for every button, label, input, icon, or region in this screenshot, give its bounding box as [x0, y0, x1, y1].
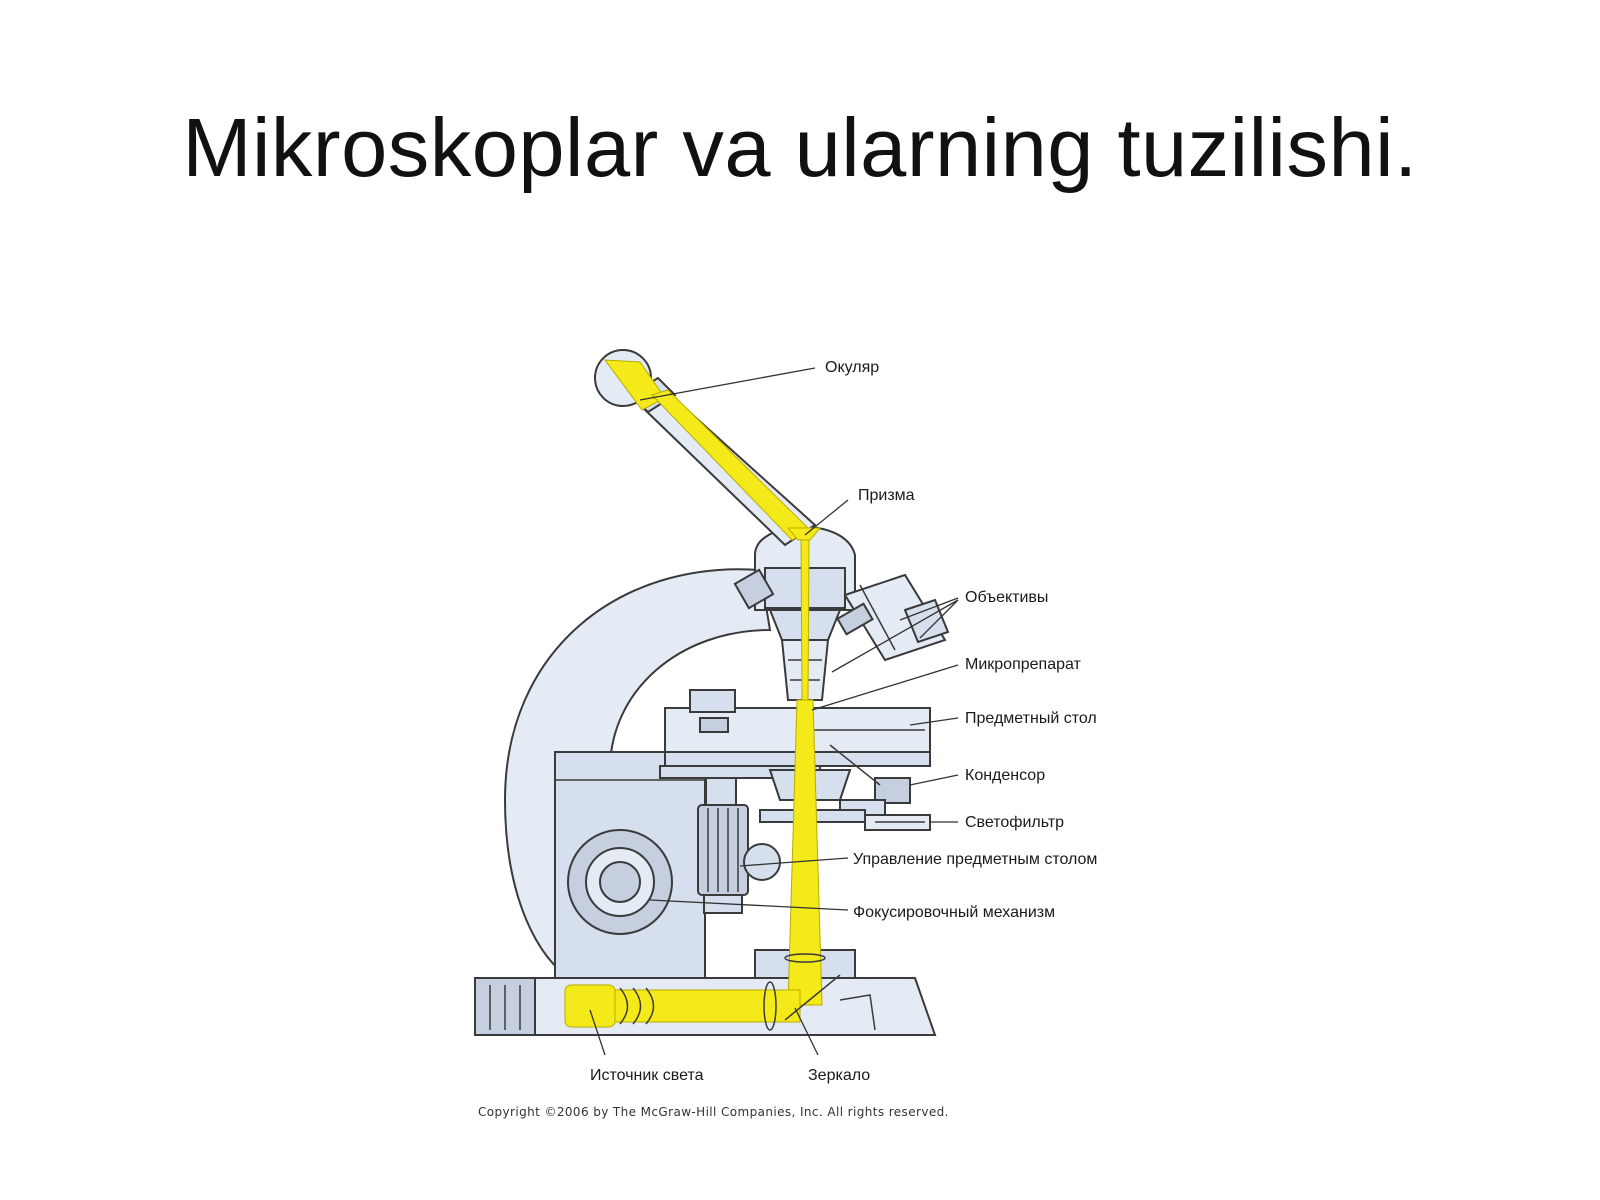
stage-control-knob [697, 764, 781, 914]
light-beam [564, 359, 823, 1028]
label-prism: Призма [858, 487, 915, 504]
label-mirror: Зеркало [808, 1067, 870, 1084]
label-filter: Светофильтр [965, 814, 1064, 831]
label-focus: Фокусировочный механизм [853, 904, 1055, 921]
slide-title: Mikroskoplar va ularning tuzilishi. [182, 101, 1418, 194]
label-stage-control: Управление предметным столом [853, 851, 1097, 868]
focusing-knob [567, 829, 673, 935]
lamp-lenses [619, 953, 841, 1031]
label-condenser: Конденсор [965, 767, 1045, 784]
light-filter [759, 809, 931, 831]
leader-lines [589, 367, 959, 1056]
label-objectives: Объективы [965, 589, 1048, 606]
label-eyepiece: Окуляр [825, 359, 879, 376]
label-stage: Предметный стол [965, 710, 1097, 727]
label-light-source: Источник света [590, 1067, 704, 1084]
copyright-notice: Copyright ©2006 by The McGraw-Hill Compa… [478, 1105, 949, 1119]
objective-lenses [836, 573, 950, 662]
label-specimen: Микропрепарат [965, 656, 1082, 673]
